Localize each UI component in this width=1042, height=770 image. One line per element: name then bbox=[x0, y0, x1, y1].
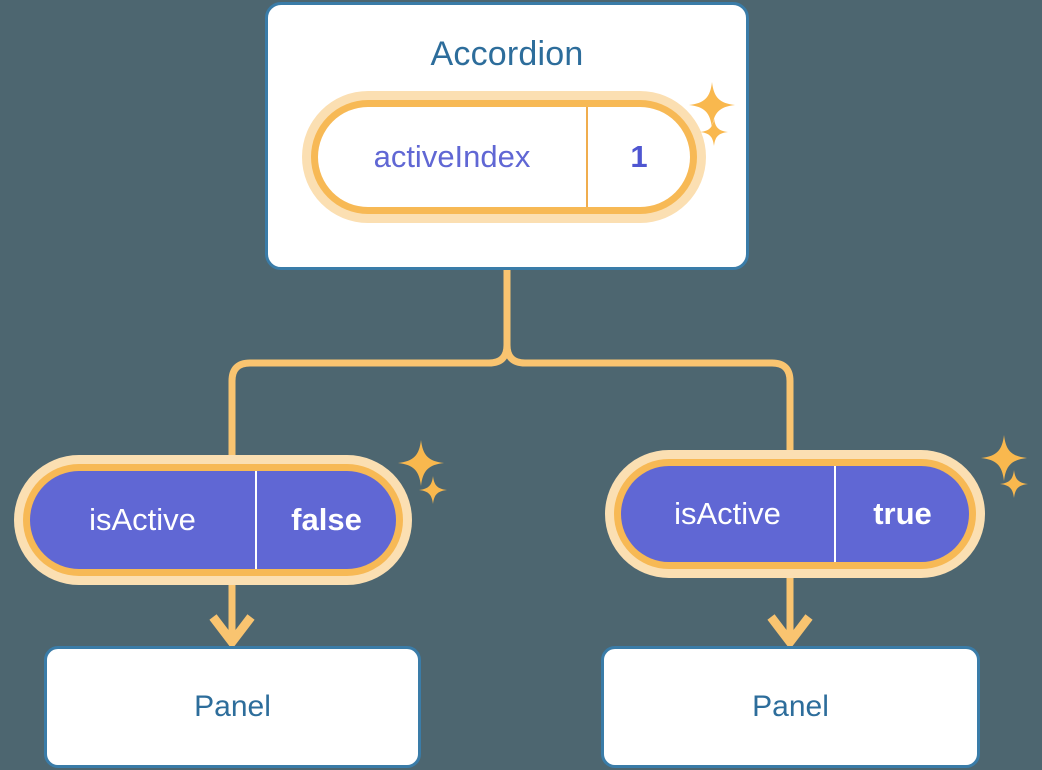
state-pill-inner: activeIndex 1 bbox=[318, 107, 690, 207]
state-pill-inner: isActive true bbox=[621, 466, 969, 562]
state-key-label: activeIndex bbox=[373, 139, 531, 174]
state-pill-is-active-true[interactable]: isActive true bbox=[614, 459, 976, 569]
state-pill-inner: isActive false bbox=[30, 471, 396, 569]
component-card-panel-left[interactable]: Panel bbox=[44, 646, 421, 768]
panel-title: Panel bbox=[752, 690, 829, 723]
state-value-label: false bbox=[255, 471, 396, 569]
state-key-label: isActive bbox=[674, 496, 781, 531]
state-pill-is-active-false[interactable]: isActive false bbox=[23, 464, 403, 576]
state-value-label: 1 bbox=[586, 107, 690, 207]
connector-root-to-right bbox=[503, 266, 794, 466]
page-title: Accordion bbox=[430, 35, 584, 73]
state-key-label: isActive bbox=[89, 502, 196, 537]
component-card-panel-right[interactable]: Panel bbox=[601, 646, 980, 768]
arrow-down-icon-right bbox=[767, 614, 813, 650]
panel-title: Panel bbox=[194, 690, 271, 723]
state-value-label: true bbox=[834, 466, 969, 562]
connector-root-to-left bbox=[228, 266, 511, 470]
state-pill-active-index[interactable]: activeIndex 1 bbox=[311, 100, 697, 214]
arrow-down-icon-left bbox=[209, 614, 255, 650]
